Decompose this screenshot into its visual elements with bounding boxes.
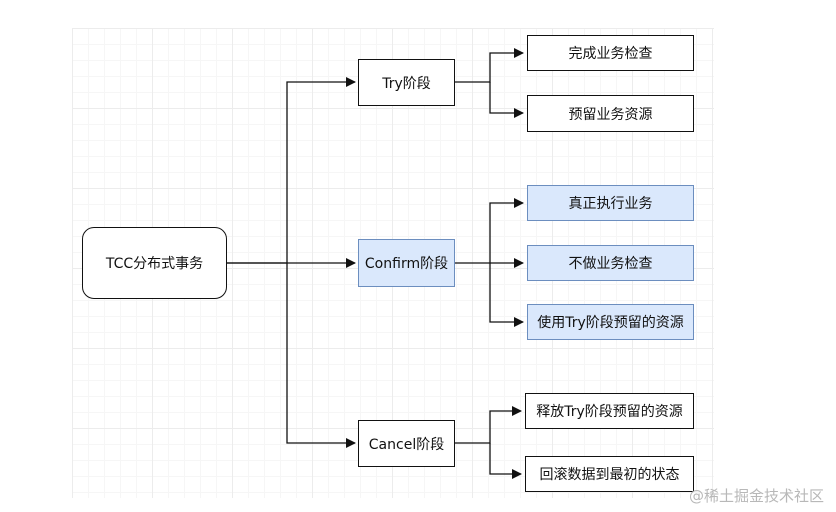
edge-cancel-1 <box>489 443 522 479</box>
try-step-label: 预留业务资源 <box>568 106 653 123</box>
edge-confirm-2 <box>489 263 524 327</box>
edge-try-1 <box>489 82 524 118</box>
phase-node-confirm-label: Confirm阶段 <box>364 256 449 272</box>
edge-cancel-0 <box>455 406 522 444</box>
confirm-step-label: 不做业务检查 <box>568 256 653 272</box>
phase-node-try-label: Try阶段 <box>382 75 431 92</box>
phase-node-try[interactable]: Try阶段 <box>358 59 455 106</box>
cancel-step-label: 释放Try阶段预留的资源 <box>536 404 683 420</box>
cancel-connectors <box>455 406 522 479</box>
cancel-step-node[interactable]: 回滚数据到最初的状态 <box>525 456 694 492</box>
try-step-label: 完成业务检查 <box>568 46 653 62</box>
edge-root-cancel <box>286 263 356 448</box>
confirm-step-node[interactable]: 不做业务检查 <box>527 245 694 281</box>
phase-node-confirm[interactable]: Confirm阶段 <box>358 239 455 287</box>
try-step-node[interactable]: 完成业务检查 <box>527 35 694 71</box>
cancel-step-node[interactable]: 释放Try阶段预留的资源 <box>525 393 694 429</box>
confirm-connectors <box>455 198 524 327</box>
root-node-label: TCC分布式事务 <box>105 256 204 272</box>
cancel-step-label: 回滚数据到最初的状态 <box>539 467 680 483</box>
phase-node-cancel[interactable]: Cancel阶段 <box>358 420 455 467</box>
confirm-step-label: 使用Try阶段预留的资源 <box>537 315 684 331</box>
confirm-step-label: 真正执行业务 <box>568 196 653 212</box>
try-connectors <box>455 48 524 118</box>
watermark: @稀土掘金技术社区 <box>688 487 824 505</box>
edge-confirm-0 <box>455 198 524 264</box>
edge-try-0 <box>455 48 524 83</box>
edge-root-try <box>227 77 356 264</box>
phase-node-cancel-label: Cancel阶段 <box>368 436 445 453</box>
confirm-step-node[interactable]: 使用Try阶段预留的资源 <box>527 304 694 340</box>
try-step-node[interactable]: 预留业务资源 <box>527 95 694 132</box>
root-node[interactable]: TCC分布式事务 <box>82 227 227 299</box>
confirm-step-node[interactable]: 真正执行业务 <box>527 185 694 221</box>
root-connectors <box>227 77 356 448</box>
